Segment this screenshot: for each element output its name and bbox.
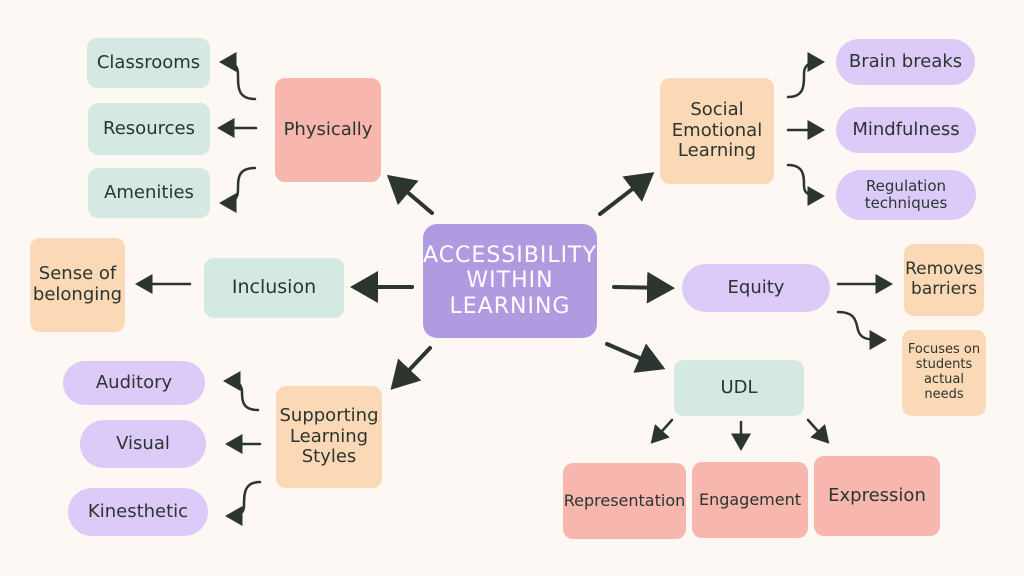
arrow-center-to-sel <box>598 172 655 216</box>
node-mindfulness: Mindfulness <box>836 107 976 153</box>
arrow-physically-to-amenities <box>219 166 257 213</box>
arrow-center-to-physically <box>386 174 434 215</box>
arrow-sel-to-regulation <box>786 163 825 206</box>
node-social-emotional-learning: Social Emotional Learning <box>660 78 774 184</box>
node-sense-of-belonging: Sense of belonging <box>30 238 125 332</box>
node-equity: Equity <box>682 264 830 312</box>
arrow-supporting-to-auditory <box>223 371 260 412</box>
node-kinesthetic: Kinesthetic <box>68 488 208 536</box>
center-topic: ACCESSIBILITY WITHIN LEARNING <box>423 224 597 338</box>
arrow-center-to-udl <box>605 342 666 373</box>
arrow-udl-to-expression <box>806 418 830 444</box>
node-inclusion: Inclusion <box>204 258 344 318</box>
node-focuses-on-students-needs: Focuses on students actual needs <box>902 330 986 416</box>
node-engagement: Engagement <box>692 462 808 538</box>
node-resources: Resources <box>88 103 210 155</box>
node-expression: Expression <box>814 456 940 536</box>
arrow-udl-to-representation <box>650 418 674 444</box>
node-representation: Representation <box>563 463 686 539</box>
node-supporting-learning-styles: Supporting Learning Styles <box>276 386 382 488</box>
arrow-sel-to-brain-breaks <box>786 52 825 99</box>
node-brain-breaks: Brain breaks <box>836 39 975 85</box>
node-regulation-techniques: Regulation techniques <box>836 170 976 220</box>
node-udl: UDL <box>674 360 804 416</box>
arrow-physically-to-classrooms <box>219 52 257 101</box>
node-auditory: Auditory <box>63 361 205 405</box>
node-visual: Visual <box>80 420 206 468</box>
node-physically: Physically <box>275 78 381 182</box>
arrow-center-to-supporting <box>390 346 432 390</box>
arrow-equity-to-needs <box>836 310 887 350</box>
arrow-supporting-to-kinesthetic <box>225 480 262 526</box>
node-amenities: Amenities <box>88 168 210 218</box>
node-classrooms: Classrooms <box>87 38 210 88</box>
arrow-center-to-equity <box>612 271 675 304</box>
node-removes-barriers: Removes barriers <box>904 244 984 316</box>
